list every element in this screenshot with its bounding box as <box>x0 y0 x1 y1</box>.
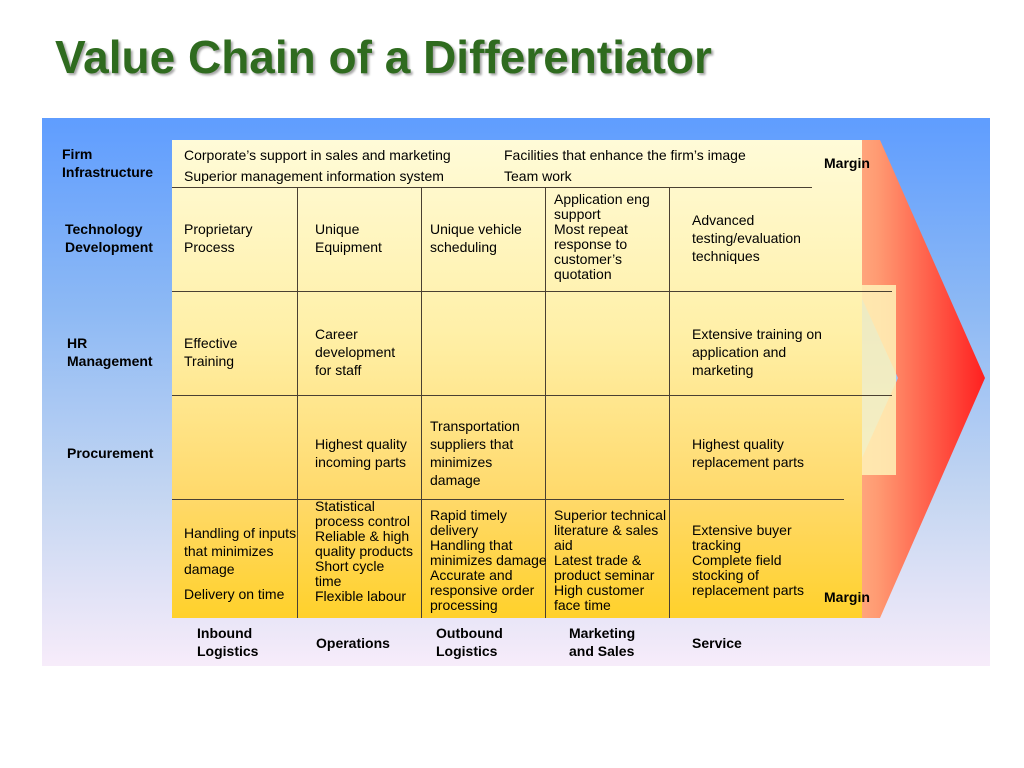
divider <box>172 499 844 500</box>
procurement-outbound-cell: Transportation suppliers that minimizes … <box>430 418 520 488</box>
divider <box>172 291 892 292</box>
tech-outbound-cell: Unique vehicle scheduling <box>430 221 522 255</box>
divider <box>297 187 298 618</box>
page-title: Value Chain of a Differentiator <box>55 31 712 83</box>
divider <box>172 187 812 188</box>
hr-service-cell: Extensive training on application and ma… <box>692 326 822 378</box>
tech-service-cell: Advanced testing/evaluation techniques <box>692 212 801 264</box>
margin-label-bottom: Margin <box>824 589 870 605</box>
primary-marketing-cell: Superior technical literature & sales ai… <box>554 507 667 613</box>
col-label-service: Service <box>692 635 742 651</box>
primary-service-cell: Extensive buyer tracking Complete field … <box>692 522 805 598</box>
row-label-firm-infrastructure: Firm Infrastructure <box>62 146 154 180</box>
primary-outbound-cell: Rapid timely delivery Handling that mini… <box>430 507 547 613</box>
infra-sales-support: Corporate’s support in sales and marketi… <box>184 147 451 163</box>
divider <box>545 187 546 618</box>
margin-label-top: Margin <box>824 155 870 171</box>
col-label-inbound-logistics: Inbound Logistics <box>197 625 259 659</box>
row-label-hr-management: HR Management <box>67 335 153 369</box>
primary-operations-cell: Statistical process control Reliable & h… <box>315 498 414 604</box>
primary-inbound-cell: Handling of inputs that minimizes damage <box>184 525 297 577</box>
procurement-service-cell: Highest quality replacement parts <box>692 436 805 470</box>
infra-facilities: Facilities that enhance the firm’s image <box>504 147 746 163</box>
row-label-procurement: Procurement <box>67 445 154 461</box>
col-label-operations: Operations <box>316 635 390 651</box>
primary-inbound-delivery-cell: Delivery on time <box>184 586 285 602</box>
col-label-outbound-logistics: Outbound Logistics <box>436 625 503 659</box>
infra-teamwork: Team work <box>504 168 572 184</box>
divider <box>172 395 892 396</box>
col-label-marketing-sales: Marketing and Sales <box>569 625 636 659</box>
hr-inbound-cell: Effective Training <box>184 335 238 369</box>
row-label-technology-development: Technology Development <box>65 221 153 255</box>
divider <box>421 187 422 618</box>
hr-operations-cell: Career development for staff <box>315 326 396 378</box>
tech-marketing-cell: Application eng support Most repeat resp… <box>554 191 650 282</box>
procurement-operations-cell: Highest quality incoming parts <box>315 436 407 470</box>
infra-mis: Superior management information system <box>184 168 444 184</box>
value-chain-grid <box>172 140 862 618</box>
divider <box>669 187 670 618</box>
tech-operations-cell: Unique Equipment <box>315 221 382 255</box>
tech-inbound-cell: Proprietary Process <box>184 221 253 255</box>
